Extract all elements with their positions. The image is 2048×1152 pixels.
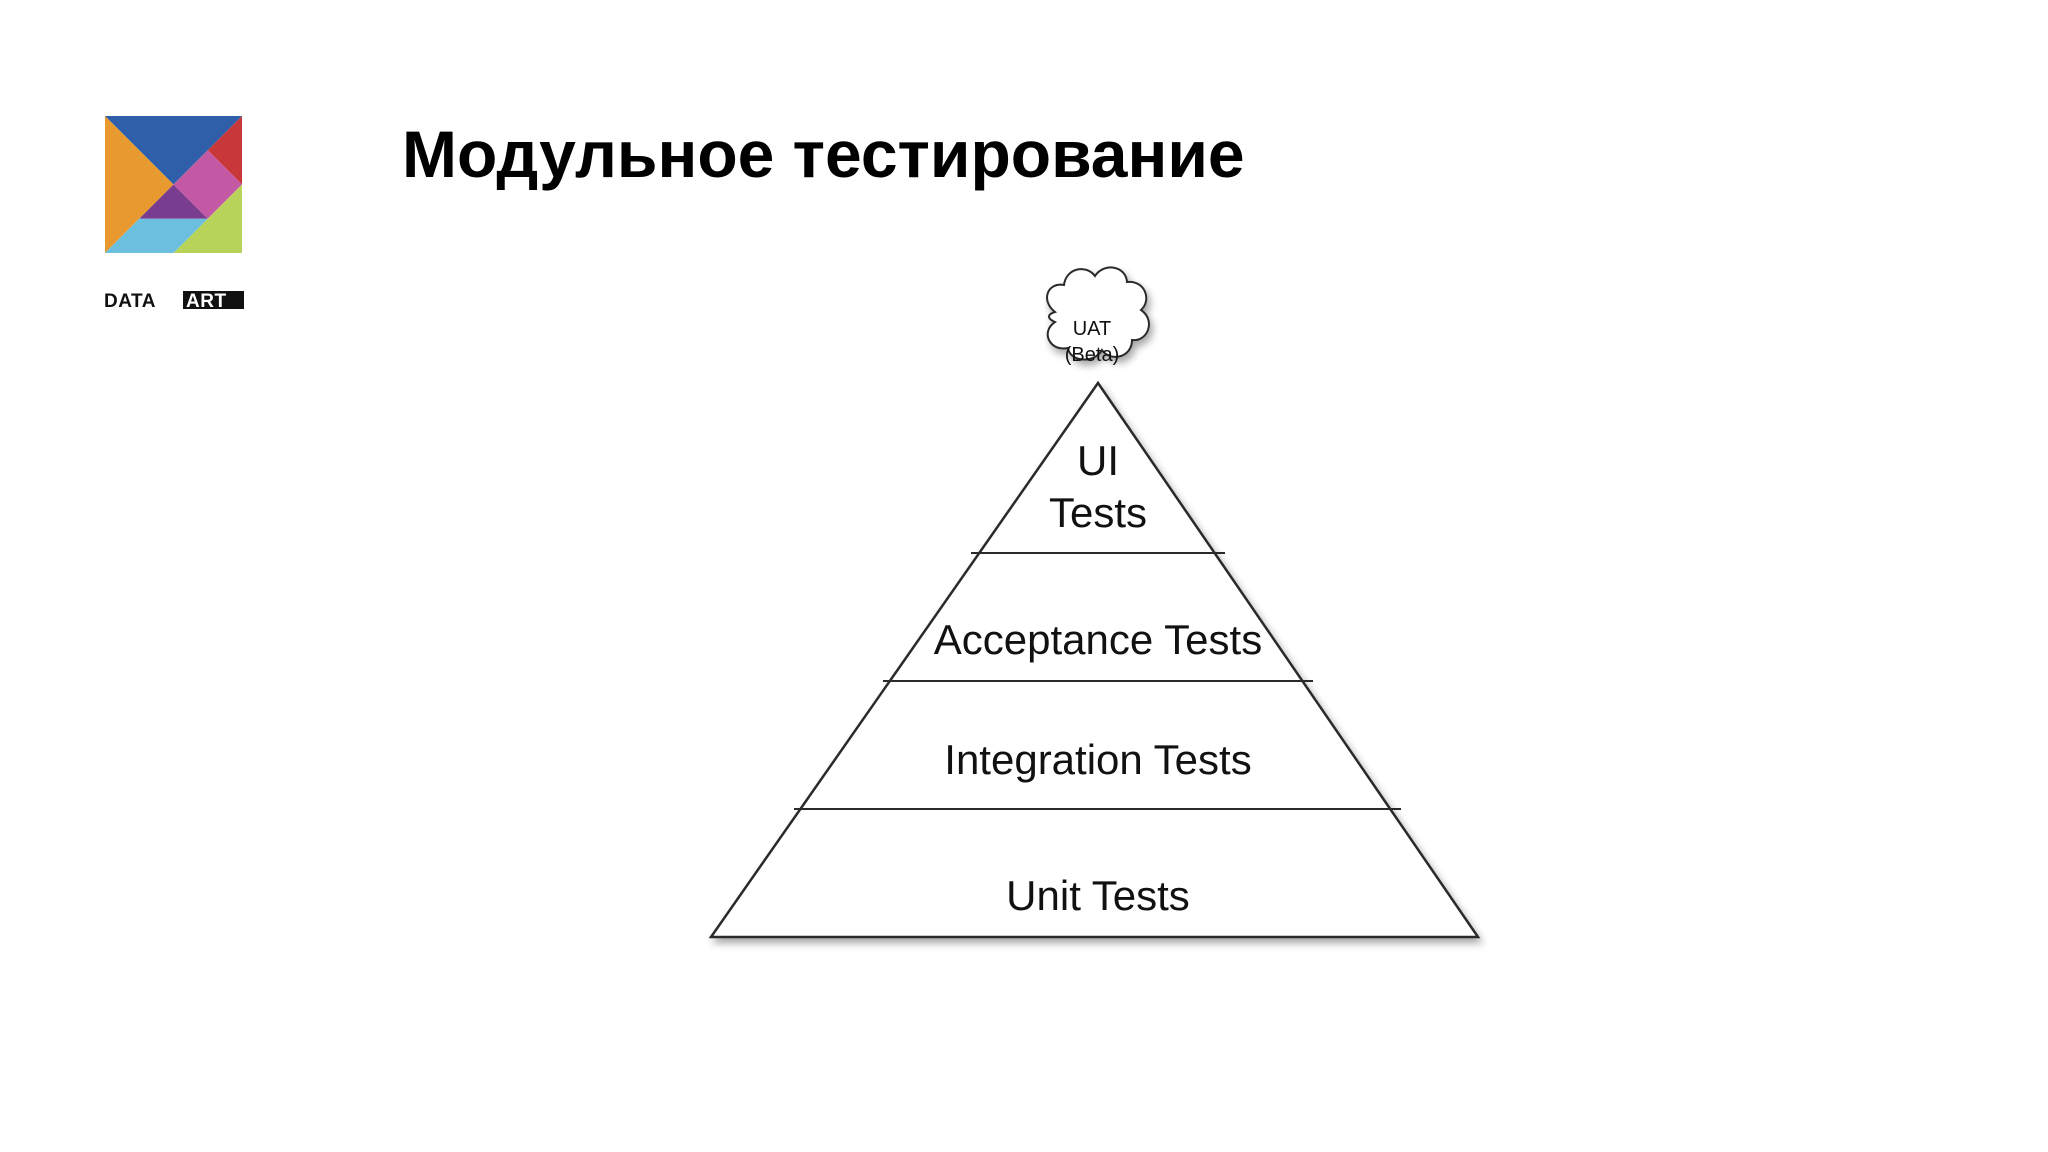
logo-orange-triangle bbox=[105, 116, 174, 253]
brand-name-part1: DATA bbox=[104, 291, 156, 310]
uat-cloud-label-line2: (Beta) bbox=[1065, 344, 1119, 366]
layer-integration-tests: Integration Tests bbox=[944, 736, 1251, 783]
layer-ui-tests-line1: UI bbox=[1077, 437, 1119, 484]
layer-unit-tests: Unit Tests bbox=[1006, 872, 1190, 919]
logo-red-triangle bbox=[207, 116, 242, 185]
brand-art-box bbox=[183, 291, 244, 309]
layer-acceptance-tests: Acceptance Tests bbox=[934, 616, 1262, 663]
brand-name-part2: ART bbox=[186, 291, 227, 310]
layer-ui-tests-line2: Tests bbox=[1049, 489, 1147, 536]
logo-green-triangle bbox=[173, 184, 242, 253]
uat-cloud-label-line1: UAT bbox=[1073, 318, 1112, 340]
logo-blue-triangle bbox=[105, 116, 242, 185]
page-title: Модульное тестирование bbox=[402, 117, 1245, 191]
pyramid-outline bbox=[708, 380, 1481, 939]
logo-purple-triangle bbox=[139, 184, 208, 219]
brand-wordmark: DATA ART bbox=[104, 291, 244, 310]
dataart-logo bbox=[105, 116, 242, 253]
uat-cloud bbox=[1046, 266, 1150, 361]
